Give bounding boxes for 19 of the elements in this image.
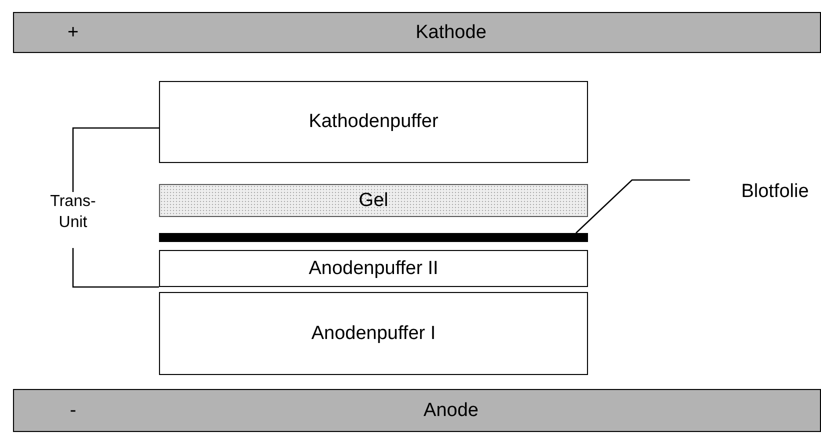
buffer-layer	[159, 250, 588, 287]
leader-line	[72, 248, 159, 288]
annotation-text: Trans- Unit	[40, 192, 106, 248]
buffer-layer	[159, 292, 588, 375]
electrode-label: Anode	[424, 400, 478, 422]
electrode-label: Kathode	[416, 22, 486, 44]
polarity-sign: -	[70, 400, 76, 422]
blot-membrane-bar	[159, 233, 588, 242]
electrode-bar	[13, 12, 821, 53]
buffer-layer	[159, 81, 588, 163]
layer-label: Gel	[358, 190, 388, 212]
annotation-text: Blotfolie	[730, 180, 820, 206]
gel-layer	[159, 184, 588, 217]
layer-label: Anodenpuffer II	[308, 258, 438, 280]
layer-label: Kathodenpuffer	[308, 111, 438, 133]
layer-label: Anodenpuffer I	[311, 322, 436, 344]
electrode-bar	[13, 389, 821, 432]
leader-line	[72, 127, 159, 192]
polarity-sign: +	[67, 22, 79, 44]
